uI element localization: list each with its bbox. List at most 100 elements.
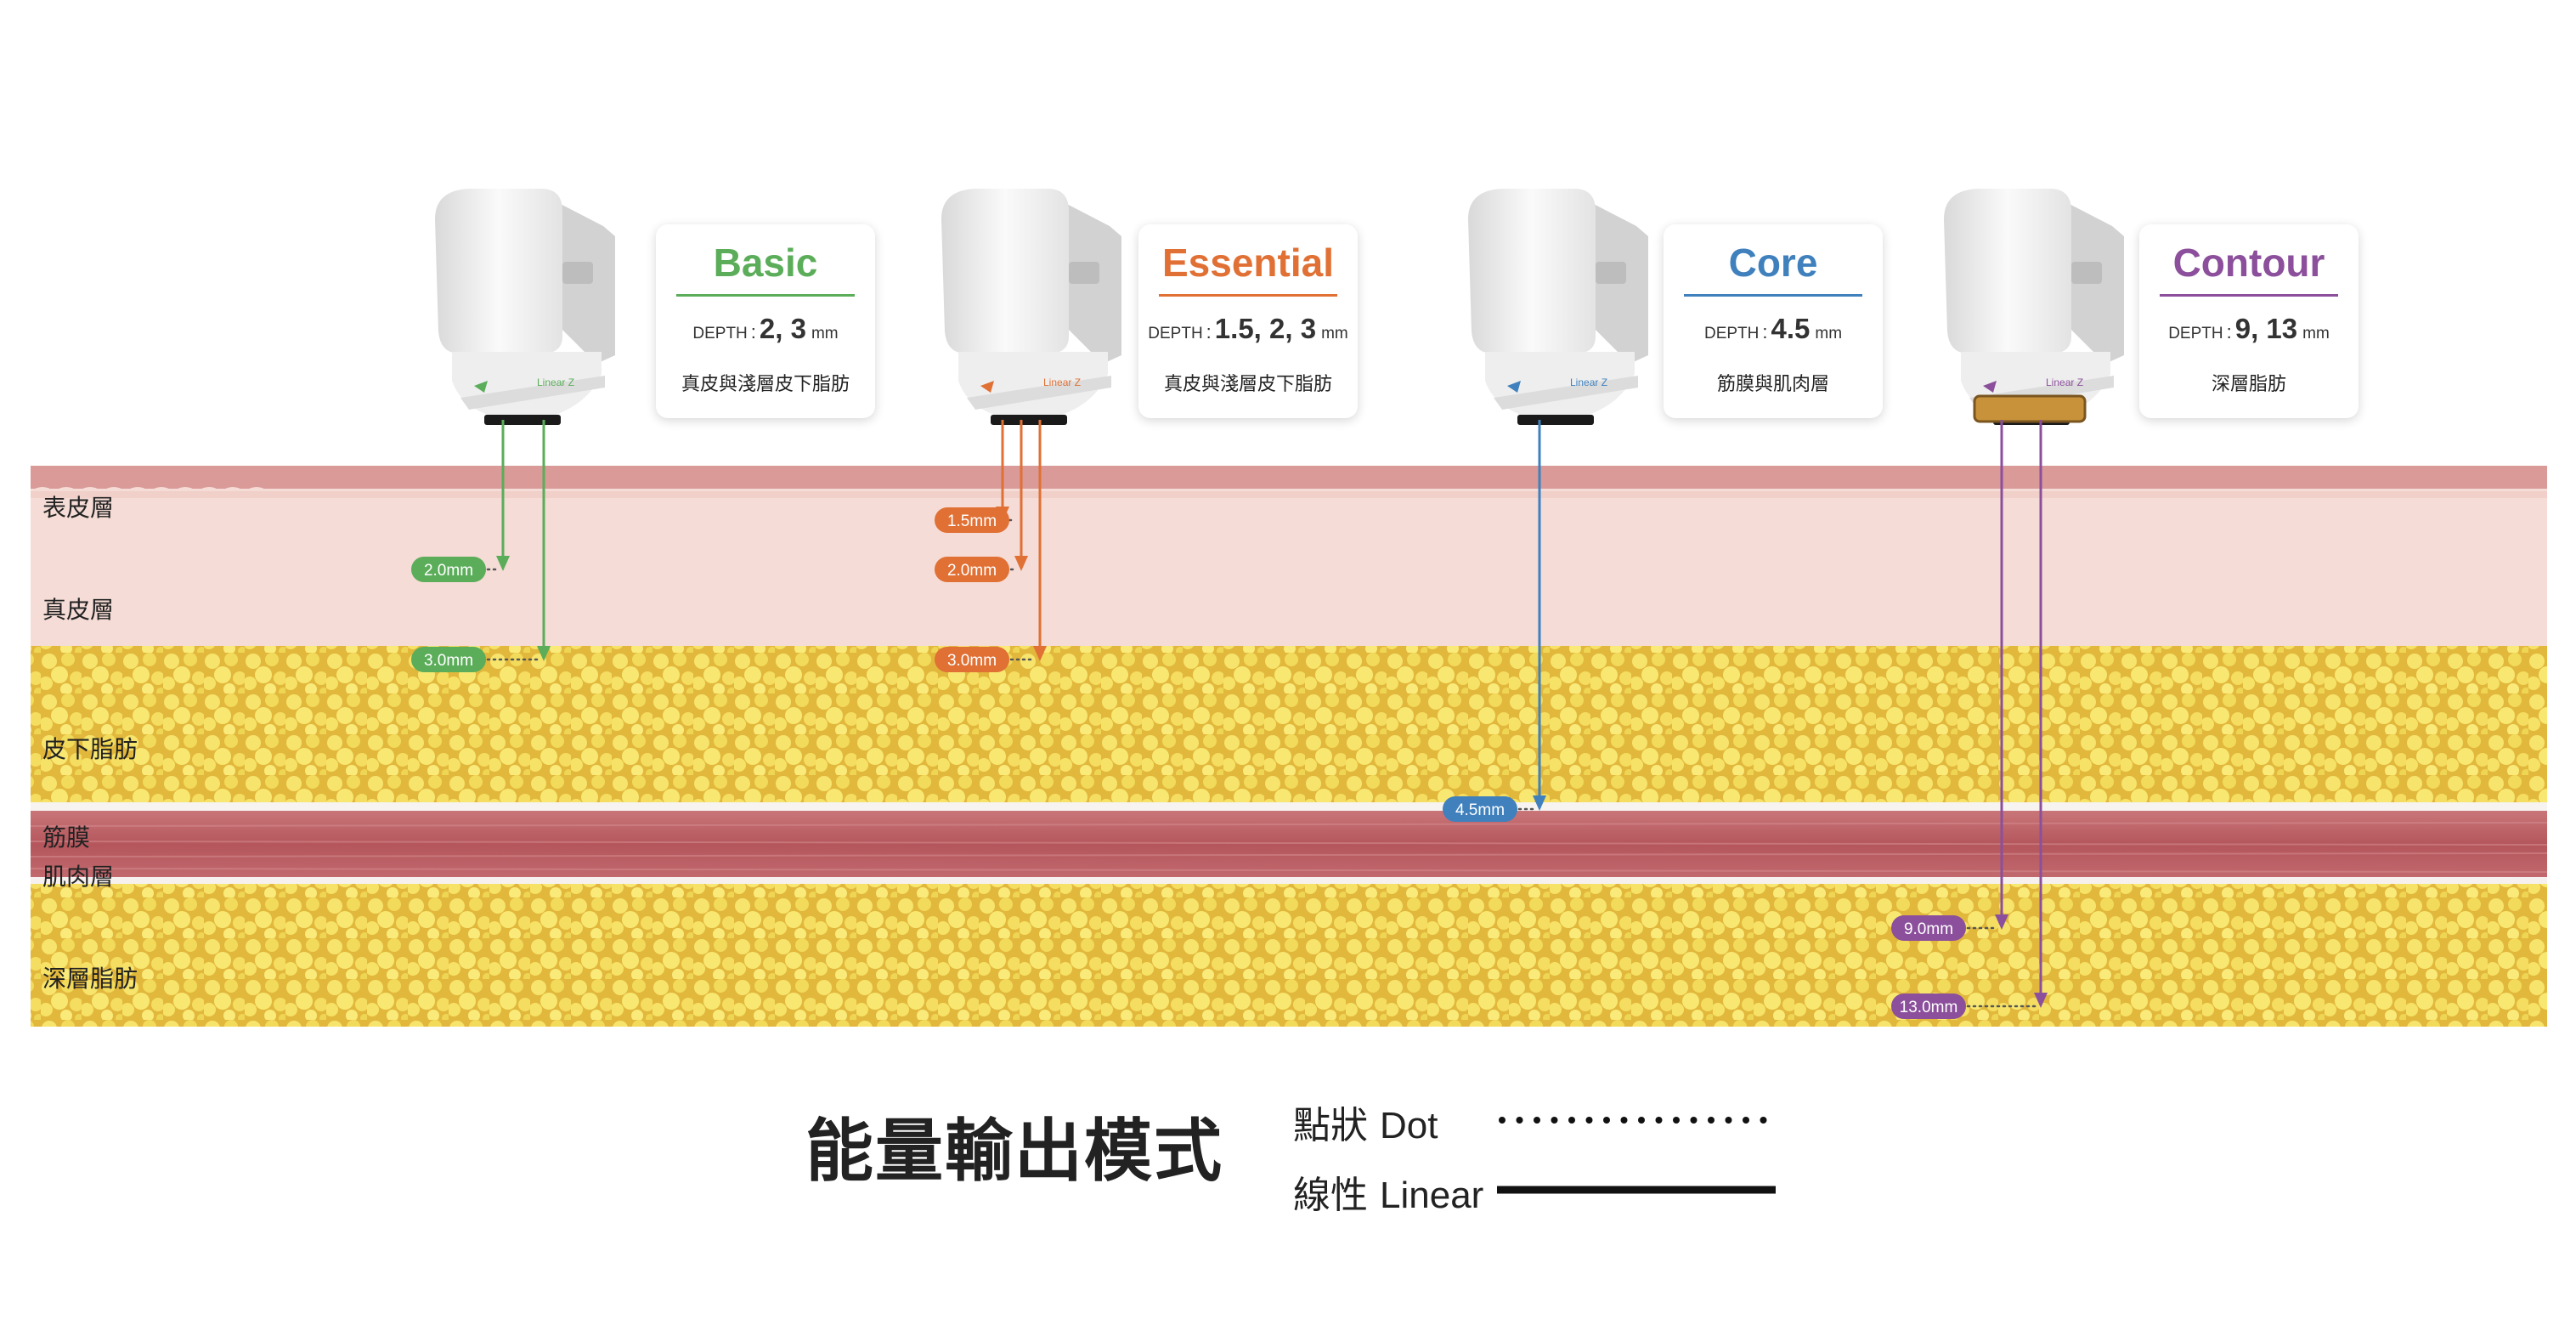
energy-beam-contour xyxy=(2034,420,2048,1008)
legend-linear-en: Linear xyxy=(1380,1175,1484,1216)
legend-dot-mark xyxy=(1620,1117,1628,1124)
legend-dot-mark xyxy=(1673,1117,1680,1124)
legend-dot-mark xyxy=(1516,1117,1523,1124)
depth-marker-label: 2.0mm xyxy=(947,562,997,580)
depth-value: 2, 3 xyxy=(759,313,806,344)
legend-dot-mark xyxy=(1708,1117,1715,1124)
device-label: Linear Z xyxy=(537,376,574,388)
legend-dot: 點狀 Dot xyxy=(1293,1095,1438,1149)
depth-colon: : xyxy=(1206,321,1212,342)
transducer-device-core: Linear Z xyxy=(1468,189,1648,425)
layer-label-muscle: 肌肉層 xyxy=(42,863,115,891)
legend-dot-mark xyxy=(1603,1117,1610,1124)
energy-beam-basic xyxy=(496,420,510,571)
depth-marker-core: 4.5mm xyxy=(1443,796,1536,822)
depth-value: 9, 13 xyxy=(2234,313,2298,344)
depth-marker-basic: 2.0mm xyxy=(411,557,500,582)
legend-dot-mark xyxy=(1568,1117,1575,1124)
depth-label: DEPTH xyxy=(1148,325,1203,342)
depth-marker-essential: 3.0mm xyxy=(935,647,1037,672)
depth-marker-essential: 1.5mm xyxy=(935,507,1013,533)
legend-dot-zh: 點狀 xyxy=(1293,1104,1368,1147)
depth-marker-basic: 3.0mm xyxy=(411,647,540,672)
depth-marker-label: 13.0mm xyxy=(1900,999,1958,1016)
transducer-device-contour: Linear Z xyxy=(1944,189,2124,425)
depth-marker-essential: 2.0mm xyxy=(935,557,1018,582)
card-divider xyxy=(2160,294,2338,297)
depth-marker-label: 9.0mm xyxy=(1904,920,1953,938)
depth-unit: mm xyxy=(1321,325,1348,342)
legend-dot-mark xyxy=(1725,1117,1732,1124)
card-description: 深層脂肪 xyxy=(2211,374,2286,395)
depth-marker-contour: 13.0mm xyxy=(1891,994,2037,1019)
transducer-device-basic: Linear Z xyxy=(435,189,615,425)
card-basic: Basic DEPTH:2, 3 mm 真皮與淺層皮下脂肪 xyxy=(656,224,875,418)
card-title: Core xyxy=(1728,241,1818,285)
legend-samples xyxy=(1497,1117,1776,1194)
card-title: Contour xyxy=(2172,241,2325,285)
depth-marker-contour: 9.0mm xyxy=(1891,915,1998,941)
card-divider xyxy=(676,294,855,297)
legend-dot-mark xyxy=(1760,1117,1767,1124)
depth-value: 4.5 xyxy=(1771,313,1811,344)
depth-unit: mm xyxy=(2302,325,2330,342)
devices: Linear Z Linear Z Linear Z Linear Z xyxy=(435,189,2124,425)
depth-label: DEPTH xyxy=(2168,325,2223,342)
legend-linear-zh: 線性 xyxy=(1293,1174,1368,1217)
depth-value: 1.5, 2, 3 xyxy=(1214,313,1317,344)
energy-beam-core xyxy=(1533,420,1546,811)
depth-marker-label: 3.0mm xyxy=(424,652,473,670)
legend-dot-mark xyxy=(1743,1117,1749,1124)
energy-beam-contour xyxy=(1995,420,2008,930)
depth-unit: mm xyxy=(1815,325,1843,342)
legend-dot-mark xyxy=(1690,1117,1698,1124)
card-divider xyxy=(1159,294,1337,297)
device-label: Linear Z xyxy=(2046,376,2083,388)
layer-label-dermis: 真皮層 xyxy=(42,596,115,624)
transducer-device-essential: Linear Z xyxy=(941,189,1121,425)
legend-title: 能量輸出模式 xyxy=(805,1112,1223,1191)
depth-colon: : xyxy=(2226,321,2232,342)
layer-label-fascia: 筋膜 xyxy=(42,824,91,852)
legend-dot-sample xyxy=(1499,1117,1767,1124)
layer-label-subcutaneous-fat: 皮下脂肪 xyxy=(42,735,138,763)
card-description: 真皮與淺層皮下脂肪 xyxy=(681,374,850,395)
legend-dot-mark xyxy=(1655,1117,1663,1124)
device-label: Linear Z xyxy=(1570,376,1607,388)
depth-marker-label: 2.0mm xyxy=(424,562,473,580)
skin-cross-section xyxy=(30,466,2548,1027)
card-description: 筋膜與肌肉層 xyxy=(1716,374,1829,395)
depth-label: DEPTH xyxy=(692,325,748,342)
depth-unit: mm xyxy=(811,325,839,342)
legend-dot-mark xyxy=(1585,1117,1593,1124)
depth-marker-label: 4.5mm xyxy=(1455,801,1505,819)
card-title: Essential xyxy=(1162,241,1334,285)
card-divider xyxy=(1684,294,1862,297)
legend-dot-mark xyxy=(1534,1117,1540,1124)
card-title: Basic xyxy=(713,241,818,285)
depth-colon: : xyxy=(750,321,756,342)
card-description: 真皮與淺層皮下脂肪 xyxy=(1163,374,1332,395)
depth-marker-label: 1.5mm xyxy=(947,512,997,530)
layer-label-deep-fat: 深層脂肪 xyxy=(42,965,138,993)
legend-dot-mark xyxy=(1551,1117,1558,1124)
depth-colon: : xyxy=(1762,321,1768,342)
energy-beam-basic xyxy=(537,420,551,661)
legend-dot-mark xyxy=(1499,1117,1505,1124)
legend-linear: 線性 Linear xyxy=(1293,1164,1483,1219)
energy-beams xyxy=(496,420,2048,1008)
card-depth: DEPTH:2, 3 mm xyxy=(656,313,875,345)
legend-dot-mark xyxy=(1638,1117,1645,1124)
depth-markers: 2.0mm 3.0mm 1.5mm 2.0mm 3.0mm 4.5mm 9.0mm 13.0m… xyxy=(411,507,2037,1019)
depth-label: DEPTH xyxy=(1703,325,1760,342)
energy-beam-essential xyxy=(1014,420,1028,571)
layer-label-epidermis: 表皮層 xyxy=(42,494,115,522)
energy-beam-essential xyxy=(1033,420,1047,661)
device-label: Linear Z xyxy=(1043,376,1081,388)
